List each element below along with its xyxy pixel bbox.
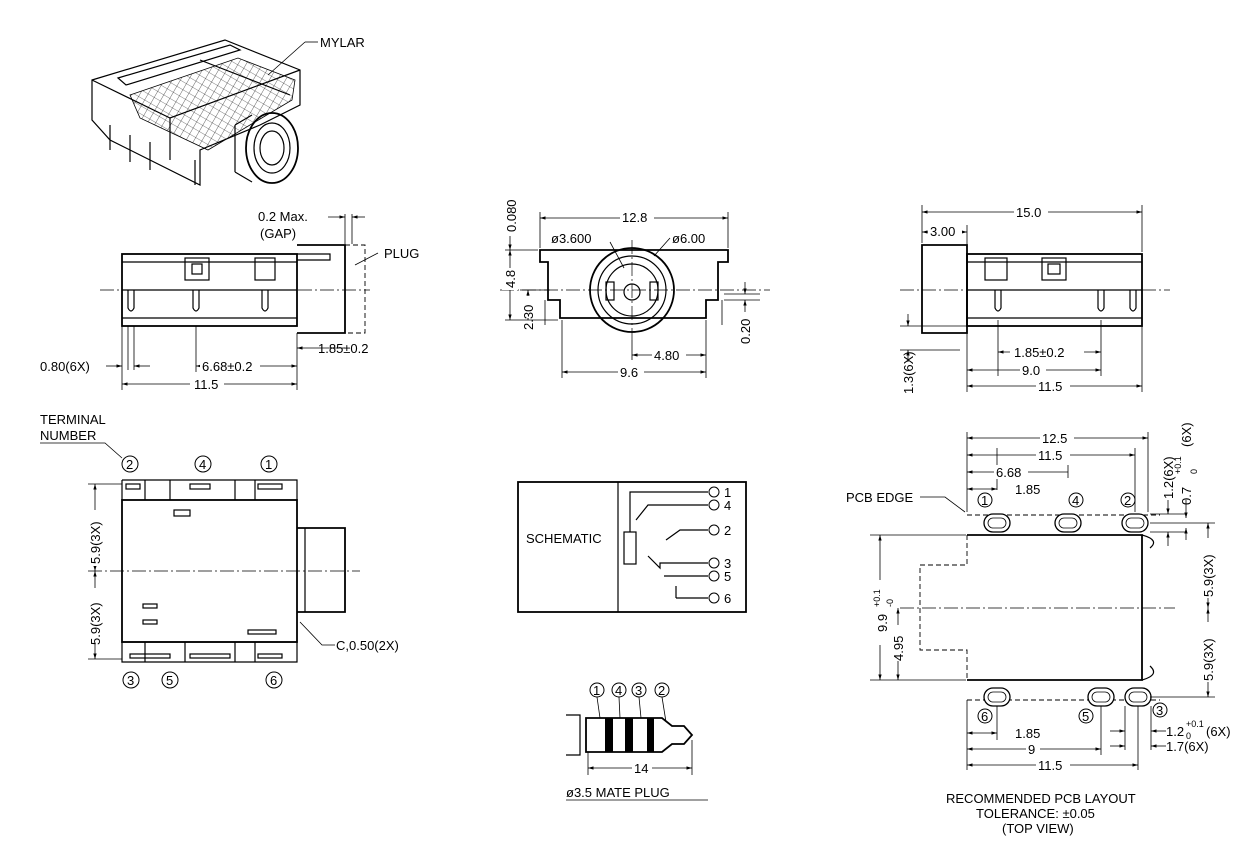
pcb-half-row-bottom: 5.9(3X): [1201, 638, 1216, 681]
plug-contact-1: 1: [593, 683, 600, 698]
rear-view: 15.0 3.00 1.3(6X) 1.85±0.2 9.0 11.5: [900, 205, 1170, 394]
pcb-edge-label: PCB EDGE: [846, 490, 914, 505]
pcb-pin-6: 6: [981, 709, 988, 724]
nose-label: 3.00: [930, 224, 955, 239]
height-label: 4.8: [503, 270, 518, 288]
end-width-label: 12.8: [622, 210, 647, 225]
pcb-pin-2: 2: [1124, 493, 1131, 508]
pitch-label: 9.6: [620, 365, 638, 380]
rear-total-length-label: 15.0: [1016, 205, 1041, 220]
terminal-circle-4: [194, 455, 212, 473]
gap-note-label: (GAP): [260, 226, 296, 241]
pcb-dim-185: 1.85: [1015, 482, 1040, 497]
plug-contact-3: 3: [635, 683, 642, 698]
center-height-label: 2.30: [521, 305, 536, 330]
schem-pin-2: 2: [724, 523, 731, 538]
front-view: 0.2 Max. (GAP) PLUG 0.80(6X) 6.68±0.2 1.…: [40, 209, 419, 392]
pcb-body-tol-bottom: -0: [885, 599, 895, 607]
isometric-view: MYLAR: [91, 35, 365, 186]
pcb-slot-len: 1.2: [1166, 724, 1184, 739]
pcb-slot-len-suffix: (6X): [1206, 724, 1231, 739]
terminal-circle-2: [121, 455, 139, 473]
gap-max-label: 0.2 Max.: [258, 209, 308, 224]
schematic-title: SCHEMATIC: [526, 531, 602, 546]
inner-dia-label: ø3.600: [551, 231, 591, 246]
pcb-bottom-115: 11.5: [1038, 758, 1062, 773]
terminal-3-label: 3: [127, 673, 134, 688]
schem-pin-5: 5: [724, 569, 731, 584]
plug-label: PLUG: [384, 246, 419, 261]
schem-pin-6: 6: [724, 591, 731, 606]
rear-pin-height-label: 1.3(6X): [901, 351, 916, 394]
terminal-circle-3: [122, 671, 140, 689]
pcb-bottom-185: 1.85: [1015, 726, 1040, 741]
end-view: 12.8 ø3.600 ø6.00 0.080 4.8 2.30 0.20 4.…: [500, 199, 770, 380]
pcb-pin-1: 1: [981, 493, 988, 508]
pcb-pin-3: 3: [1156, 703, 1163, 718]
outer-dia-label: ø6.00: [672, 231, 705, 246]
pin-length-label: 0.20: [738, 319, 753, 344]
mate-plug-view: 1 4 3 2 14 ø3.5 MATE PLUG: [566, 682, 708, 801]
pcb-half-row-top: 5.9(3X): [1201, 554, 1216, 597]
pcb-slot-width: 1.2(6X): [1161, 456, 1176, 499]
schem-pin-4: 4: [724, 498, 731, 513]
pcb-pin-5: 5: [1082, 709, 1089, 724]
plug-contact-4: 4: [615, 683, 622, 698]
terminal-1-label: 1: [265, 457, 272, 472]
rear-pitch-label: 9.0: [1022, 363, 1040, 378]
bottom-view: 5.9(3X) 5.9(3X) TERMINAL NUMBER 2 4 1 3 …: [40, 412, 399, 689]
pcb-dim-668: 6.68: [996, 465, 1021, 480]
pcb-layout-view: 1 4 2 6 5 3 PCB EDGE 12.5 11.5 6.68 1.85…: [846, 422, 1231, 836]
terminal-label-line2: NUMBER: [40, 428, 96, 443]
chamfer-label: C,0.50(2X): [336, 638, 399, 653]
schematic-view: SCHEMATIC 1 4 2 3 5 6: [517, 481, 747, 613]
pcb-caption-line1: RECOMMENDED PCB LAYOUT: [946, 791, 1136, 806]
pcb-bottom-9: 9: [1028, 742, 1035, 757]
rear-body-length-label: 11.5: [1038, 379, 1062, 394]
terminal-2-label: 2: [126, 457, 133, 472]
pcb-half-body: 4.95: [891, 636, 906, 661]
mylar-label: MYLAR: [320, 35, 365, 50]
terminal-6-label: 6: [270, 673, 277, 688]
pcb-body-tol-top: +0.1: [872, 589, 882, 607]
terminal-label-line1: TERMINAL: [40, 412, 106, 427]
half-width-top-label: 5.9(3X): [88, 521, 103, 564]
pin-pitch-label: 6.68±0.2: [202, 359, 253, 374]
offset-label: 1.85±0.2: [318, 341, 369, 356]
pcb-slot-tol-bottom: 0: [1189, 469, 1199, 474]
rear-offset-label: 1.85±0.2: [1014, 345, 1065, 360]
pcb-slot-tol-top: +0.1: [1173, 456, 1183, 474]
pcb-pin-4: 4: [1072, 493, 1079, 508]
plug-length-label: 14: [634, 761, 648, 776]
pcb-slot-height: 0.7: [1179, 487, 1194, 505]
schem-pin-3: 3: [724, 556, 731, 571]
pin-width-label: 0.80(6X): [40, 359, 90, 374]
pcb-slot-len-tol-top: +0.1: [1186, 719, 1204, 729]
mate-plug-title: ø3.5 MATE PLUG: [566, 785, 670, 800]
pcb-slot-len-tol-bottom: 0: [1186, 731, 1191, 741]
pcb-caption-line2: TOLERANCE: ±0.05: [976, 806, 1095, 821]
terminal-circle-5: [161, 671, 179, 689]
schem-pin-1: 1: [724, 485, 731, 500]
half-pitch-label: 4.80: [654, 348, 679, 363]
pcb-slot-h-suffix: (6X): [1179, 422, 1194, 447]
plug-contact-2: 2: [658, 683, 665, 698]
pcb-span-pins: 11.5: [1038, 448, 1062, 463]
pcb-slot-len2: 1.7(6X): [1166, 739, 1209, 754]
terminal-5-label: 5: [166, 673, 173, 688]
terminal-4-label: 4: [199, 457, 206, 472]
half-width-bottom-label: 5.9(3X): [88, 602, 103, 645]
pcb-body-width: 9.9: [875, 614, 890, 632]
top-gap-label: 0.080: [504, 199, 519, 232]
terminal-circle-1: [260, 455, 278, 473]
body-length-label: 11.5: [194, 377, 218, 392]
pcb-caption-line3: (TOP VIEW): [1002, 821, 1074, 836]
pcb-span-outer: 12.5: [1042, 431, 1067, 446]
terminal-circle-6: [265, 671, 283, 689]
